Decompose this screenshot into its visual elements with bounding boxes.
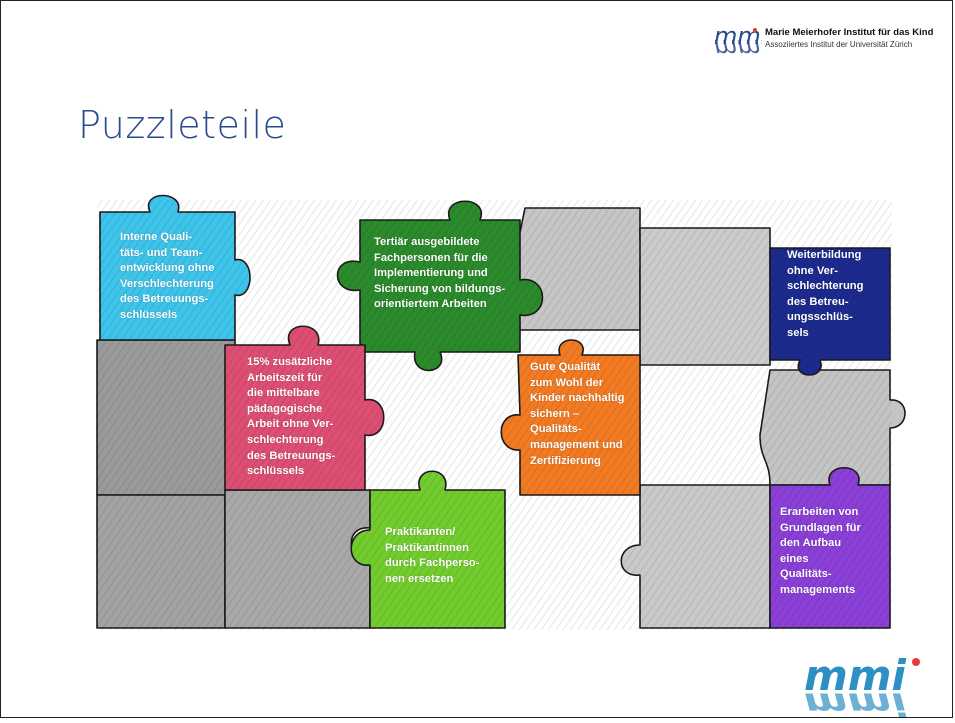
institute-affiliation: Assoziiertes Institut der Universität Zü… (765, 40, 913, 49)
mmi-logo-large: mmi mmi (800, 651, 930, 723)
slide-title: Puzzleteile (78, 103, 287, 147)
svg-text:mmi: mmi (804, 686, 907, 718)
mmi-logo-small: mmi mmi (712, 22, 768, 73)
institute-name: Marie Meierhofer Institut für das Kind (765, 27, 934, 38)
svg-text:mmi: mmi (714, 34, 762, 62)
svg-text:mmi: mmi (804, 652, 907, 700)
svg-text:mmi: mmi (714, 22, 762, 50)
piece-text-cyan: Interne Quali-täts- und Team-entwicklung… (120, 231, 215, 321)
institute-name-block: Marie Meierhofer Institut für das Kind A… (765, 26, 933, 50)
